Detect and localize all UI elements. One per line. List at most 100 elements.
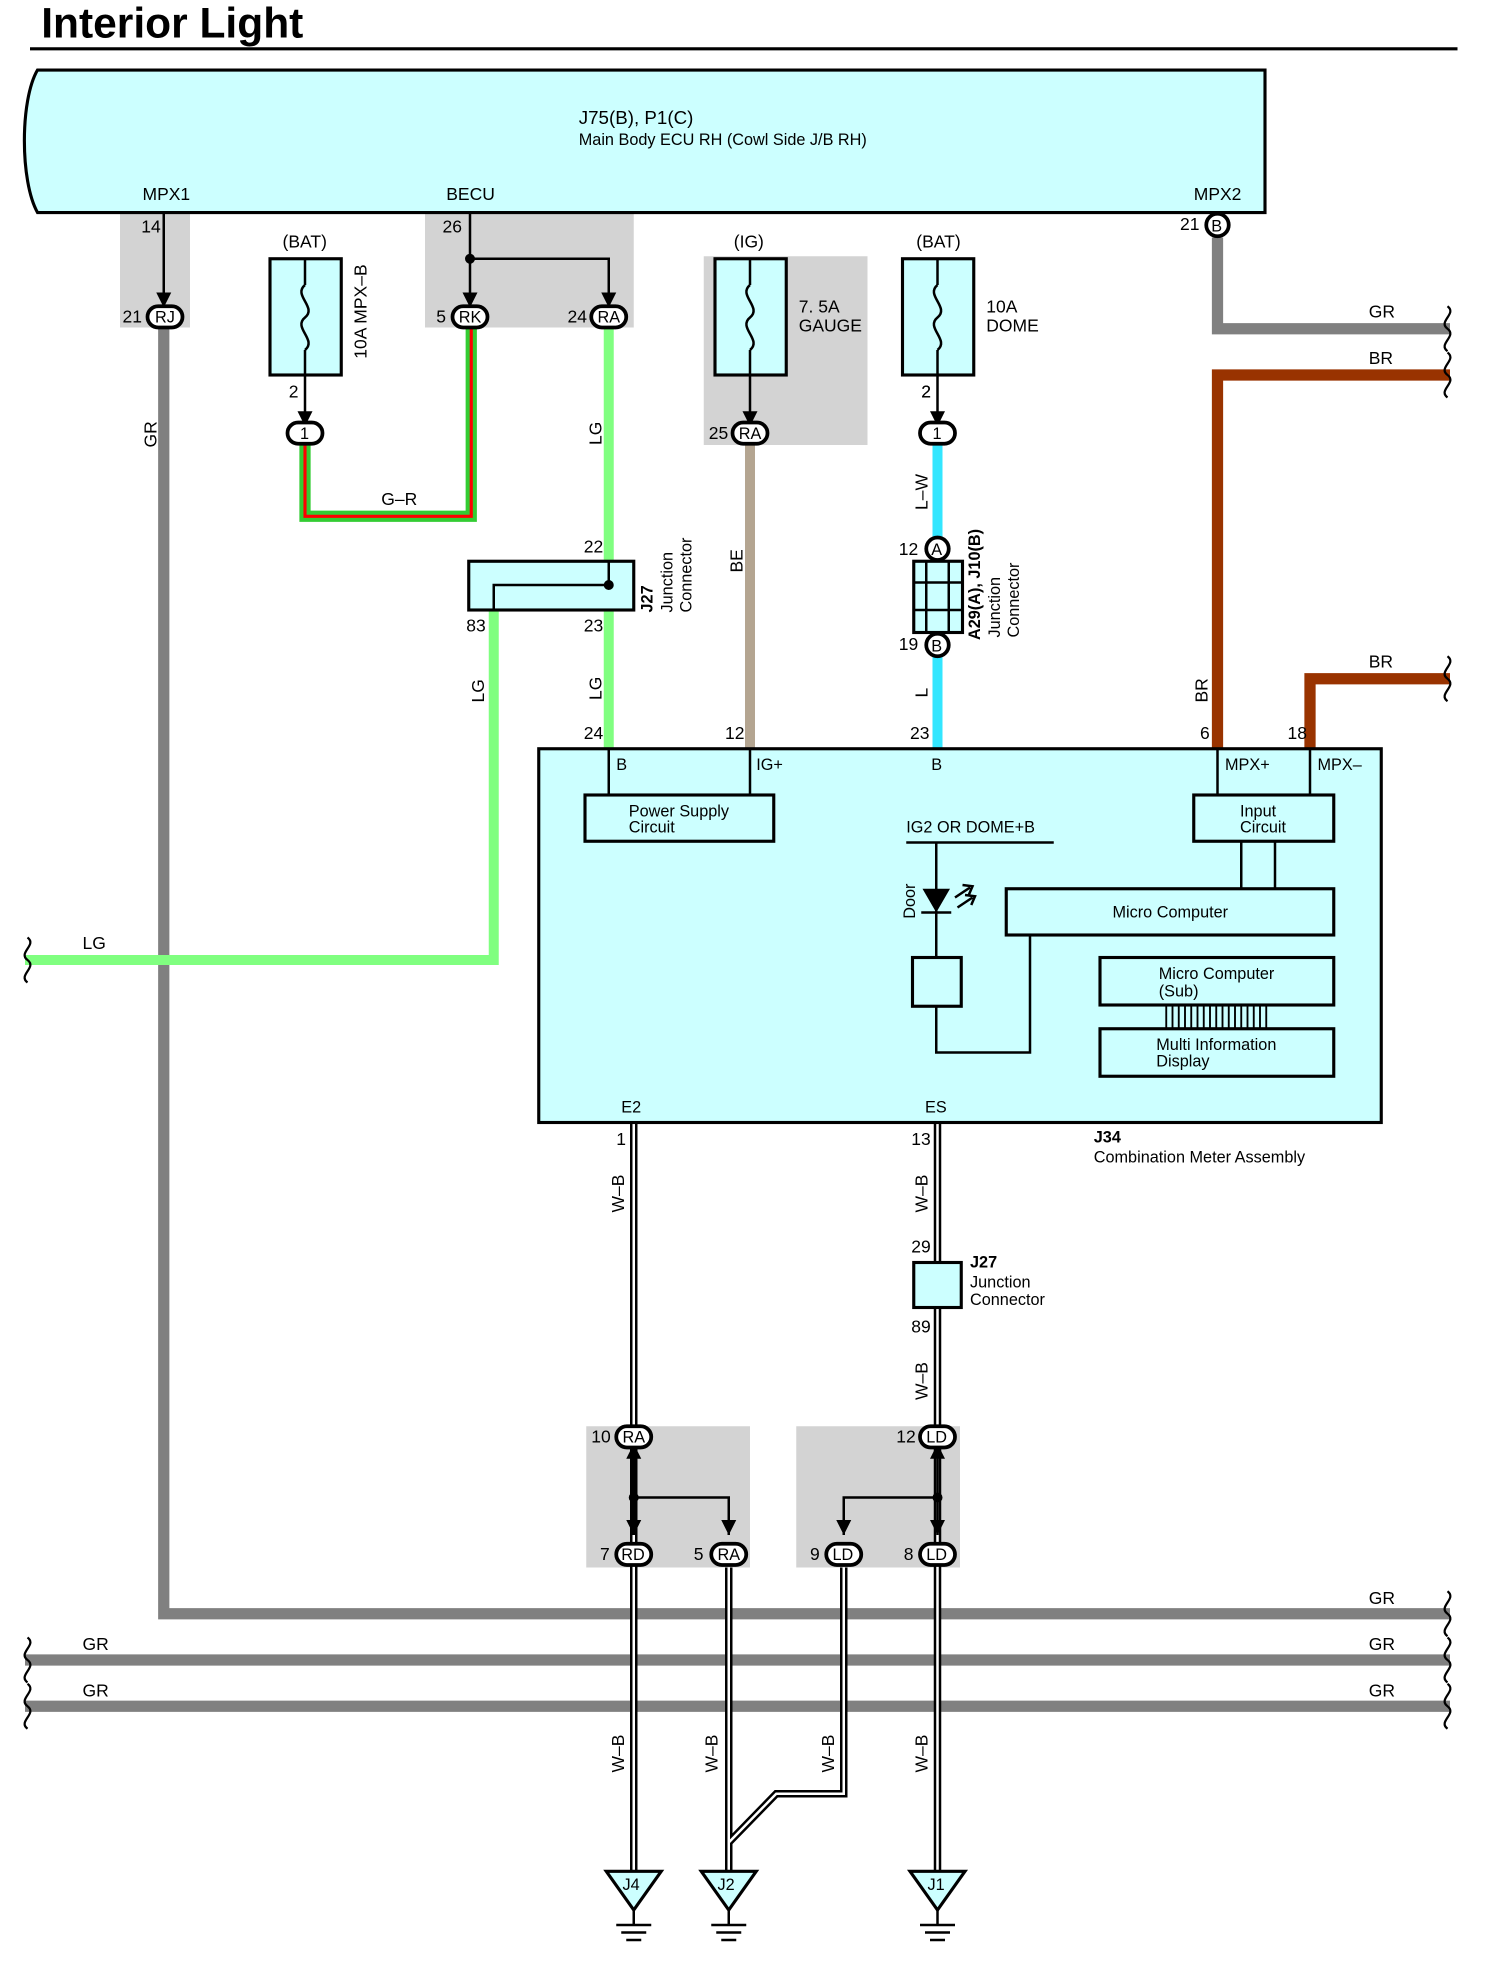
svg-text:13: 13 xyxy=(911,1129,930,1149)
svg-text:Connector: Connector xyxy=(677,537,695,613)
svg-text:LD: LD xyxy=(926,1429,947,1447)
ecu-name: Main Body ECU RH (Cowl Side J/B RH) xyxy=(579,131,867,149)
svg-text:BR: BR xyxy=(1369,348,1393,368)
svg-text:W–B: W–B xyxy=(818,1735,838,1773)
svg-text:W–B: W–B xyxy=(912,1175,932,1213)
svg-text:IG2 OR DOME+B: IG2 OR DOME+B xyxy=(906,819,1035,837)
svg-text:GR: GR xyxy=(83,1634,109,1654)
fuse-mpx-b-supply: (BAT) xyxy=(283,232,327,252)
pin-numbers: 14 21 26 5 24 21 2 2 25 2 22 23 83 12 19… xyxy=(123,214,1307,1564)
svg-text:Combination Meter Assembly: Combination Meter Assembly xyxy=(1094,1149,1306,1167)
svg-text:W–B: W–B xyxy=(912,1362,932,1400)
svg-text:W–B: W–B xyxy=(608,1735,628,1773)
svg-text:83: 83 xyxy=(466,615,485,635)
svg-text:23: 23 xyxy=(910,723,929,743)
page-title: Interior Light xyxy=(41,1,303,48)
fuse-dome: (BAT) 10A DOME xyxy=(900,232,1039,377)
svg-text:Door: Door xyxy=(901,883,919,919)
svg-text:29: 29 xyxy=(911,1237,930,1257)
svg-text:24: 24 xyxy=(584,723,604,743)
ecu-pin-becu: BECU xyxy=(446,184,495,204)
svg-text:9: 9 xyxy=(810,1544,820,1564)
junction-dots xyxy=(465,253,943,1503)
svg-text:21: 21 xyxy=(1180,214,1199,234)
svg-text:5: 5 xyxy=(436,307,446,327)
svg-text:MPX+: MPX+ xyxy=(1225,756,1270,774)
ground-j4: J4 xyxy=(603,1869,665,1942)
svg-text:2: 2 xyxy=(289,382,299,402)
svg-text:W–B: W–B xyxy=(608,1175,628,1213)
svg-text:G–R: G–R xyxy=(381,489,417,509)
svg-text:Micro Computer: Micro Computer xyxy=(1113,904,1229,922)
svg-text:L–W: L–W xyxy=(912,474,932,510)
svg-text:2: 2 xyxy=(921,382,931,402)
svg-text:18: 18 xyxy=(1288,723,1307,743)
svg-text:10: 10 xyxy=(591,1427,611,1447)
svg-text:Junction: Junction xyxy=(970,1274,1031,1292)
svg-text:RA: RA xyxy=(739,425,762,443)
wire-lg-83 xyxy=(25,610,499,965)
svg-text:6: 6 xyxy=(1200,723,1210,743)
svg-text:12: 12 xyxy=(725,723,744,743)
svg-text:RK: RK xyxy=(459,309,482,327)
svg-text:RA: RA xyxy=(598,309,621,327)
svg-text:8: 8 xyxy=(904,1544,914,1564)
wires xyxy=(25,237,1450,1712)
svg-text:21: 21 xyxy=(123,307,142,327)
arrow-heads xyxy=(156,292,945,1535)
fuse-dome-amp: 10A xyxy=(986,297,1017,317)
wire-gr-red xyxy=(303,327,473,518)
svg-text:B: B xyxy=(1211,217,1222,235)
fuse-mpx-b: (BAT) 10A MPX–B xyxy=(268,232,370,377)
svg-text:89: 89 xyxy=(911,1317,930,1337)
svg-text:GR: GR xyxy=(1369,302,1395,322)
svg-text:2: 2 xyxy=(921,382,931,402)
combination-meter: Power Supply Circuit Input Circuit Micro… xyxy=(537,747,1383,1167)
svg-text:A: A xyxy=(931,541,942,559)
fuse-gauge-name: GAUGE xyxy=(799,315,862,335)
door-led-icon xyxy=(922,888,950,913)
svg-text:LG: LG xyxy=(468,679,488,702)
fuse-gauge: (IG) 7. 5A GAUGE xyxy=(713,232,862,377)
svg-text:ES: ES xyxy=(925,1099,947,1117)
svg-text:L: L xyxy=(912,688,932,698)
svg-text:J4: J4 xyxy=(623,1876,640,1894)
svg-text:J1: J1 xyxy=(928,1876,945,1894)
junction-j27-top: J27 Junction Connector xyxy=(467,537,695,613)
svg-text:J27: J27 xyxy=(970,1254,997,1272)
svg-text:RJ: RJ xyxy=(155,309,175,327)
svg-text:LD: LD xyxy=(833,1546,854,1564)
wire-br-mpxm xyxy=(1304,673,1450,749)
svg-text:1: 1 xyxy=(300,425,309,443)
svg-text:5: 5 xyxy=(694,1544,704,1564)
svg-text:IG+: IG+ xyxy=(756,756,783,774)
svg-text:MPX–: MPX– xyxy=(1318,756,1363,774)
svg-text:7: 7 xyxy=(600,1544,610,1564)
wire-breaks xyxy=(23,305,1452,1730)
svg-text:W–B: W–B xyxy=(912,1735,932,1773)
ground-j2: J2 xyxy=(698,1869,760,1942)
ecu-pin-mpx1: MPX1 xyxy=(143,184,191,204)
wire-br-mpxp xyxy=(1211,369,1450,749)
svg-text:LD: LD xyxy=(926,1546,947,1564)
svg-text:A29(A), J10(B): A29(A), J10(B) xyxy=(966,529,984,640)
svg-text:(Sub): (Sub) xyxy=(1159,982,1199,1000)
svg-text:B: B xyxy=(616,756,627,774)
fuse-gauge-amp: 7. 5A xyxy=(799,297,840,317)
svg-text:Connector: Connector xyxy=(970,1291,1046,1309)
fuse-mpx-b-label: 10A MPX–B xyxy=(350,264,370,358)
svg-text:26: 26 xyxy=(443,217,462,237)
svg-text:RA: RA xyxy=(718,1546,741,1564)
fuse-dome-supply: (BAT) xyxy=(916,232,960,252)
svg-text:22: 22 xyxy=(584,537,603,557)
svg-text:12: 12 xyxy=(899,539,918,559)
svg-text:B: B xyxy=(931,637,942,655)
svg-text:BR: BR xyxy=(1369,652,1393,672)
wire-labels: GR GR BR BR BR LG LG LG LG G–R BE L–W L … xyxy=(83,302,1396,1773)
svg-text:19: 19 xyxy=(899,634,918,654)
svg-text:LG: LG xyxy=(585,422,605,445)
svg-text:25: 25 xyxy=(709,423,728,443)
svg-text:B: B xyxy=(931,756,942,774)
svg-text:GR: GR xyxy=(1369,1634,1395,1654)
connectors: RJ RK RA B 1 RA 1 A B RA LD RD RA LD LD xyxy=(145,211,1231,1567)
